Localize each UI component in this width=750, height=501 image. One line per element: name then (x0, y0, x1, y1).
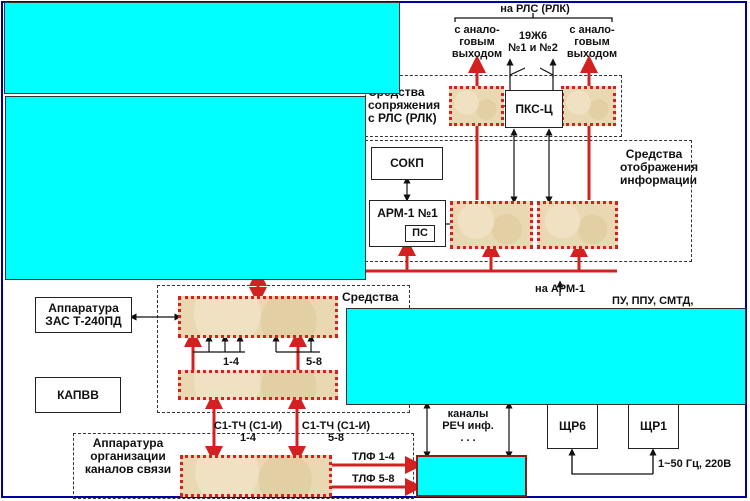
zas-box: Аппаратура ЗАС Т-240ПД (35, 297, 132, 333)
sopr-label-line3: с РЛС (РЛК) (368, 111, 437, 125)
redaction-block-top (4, 2, 400, 94)
label-1-4: 1-4 (223, 356, 239, 368)
power-label: 1~50 Гц, 220В (658, 458, 732, 470)
mid-block-lower (178, 370, 338, 400)
display-block-right (537, 201, 618, 249)
speech-channels-line3: . . . (460, 432, 476, 444)
ps-box: ПС (405, 225, 435, 242)
na-arm-label: на АРМ-1 (535, 283, 585, 295)
sopr-label-line2: сопряжения (368, 98, 441, 112)
top-brace (454, 13, 613, 22)
channel-left-line1: С1-ТЧ (С1-И) (213, 420, 283, 432)
sopr-block-left (449, 86, 504, 126)
kapvv-box: КАПВВ (35, 377, 121, 413)
org-label-line2: организации (90, 449, 166, 463)
display-block-left (450, 201, 533, 249)
speech-channels-label: каналы РЕЧ инф. . . . (428, 408, 508, 444)
zas-line1: Аппаратура (48, 301, 119, 315)
pks-box: ПКС-Ц (505, 90, 563, 128)
channel-left: С1-ТЧ (С1-И) 1-4 (206, 420, 290, 444)
display-label: Средства отображения информации (620, 147, 699, 187)
label-5-8: 5-8 (306, 356, 322, 368)
analog-left-line3: выходом (451, 48, 503, 60)
redaction-block-mid (346, 308, 746, 405)
tlf-1-4-label: ТЛФ 1-4 (352, 451, 395, 463)
speech-channels-line1: каналы (447, 408, 489, 420)
radar-19zh6: 19Ж6 №1 и №2 (503, 30, 563, 54)
zas-line2: ЗАС Т-240ПД (45, 314, 122, 328)
display-label-line1: Средства (625, 147, 683, 161)
channel-right: С1-ТЧ (С1-И) 5-8 (294, 420, 378, 444)
channel-right-line1: С1-ТЧ (С1-И) (301, 420, 371, 432)
analog-right-line2: говым (574, 36, 610, 48)
pu-label: ПУ, ППУ, СМТД, (612, 295, 694, 307)
org-label-line1: Аппаратура (92, 436, 164, 450)
org-block (180, 455, 332, 497)
top-title: на РЛС (РЛК) (500, 3, 570, 15)
channel-left-line2: 1-4 (240, 432, 256, 444)
redaction-block-bottom (416, 455, 527, 497)
tlf-5-8-label: ТЛФ 5-8 (352, 473, 395, 485)
radar-19zh6-line1: 19Ж6 (518, 30, 548, 42)
sopr-block-right (561, 86, 616, 126)
shr1-box: ЩР1 (628, 403, 679, 449)
sokp-box: СОКП (371, 147, 443, 180)
speech-channels-line2: РЕЧ инф. (442, 420, 494, 432)
shr6-box: ЩР6 (547, 403, 598, 449)
mid-block-upper (178, 296, 338, 338)
display-label-line3: информации (620, 173, 697, 187)
redaction-block-left (5, 96, 366, 280)
analog-right-line1: с анало- (569, 24, 615, 36)
analog-right-line3: выходом (566, 48, 618, 60)
analog-right: с анало- говым выходом (560, 24, 624, 60)
mid-group-label: Средства (342, 290, 399, 304)
analog-left: с анало- говым выходом (445, 24, 509, 60)
channel-right-line2: 5-8 (328, 432, 344, 444)
radar-19zh6-line2: №1 и №2 (508, 42, 558, 54)
analog-left-line2: говым (459, 36, 495, 48)
display-label-line2: отображения (620, 160, 699, 174)
org-label: Аппаратура организации каналов связи (80, 437, 176, 476)
org-label-line3: каналов связи (84, 462, 172, 476)
arm-label: АРМ-1 №1 (377, 206, 438, 220)
analog-left-line1: с анало- (454, 24, 500, 36)
